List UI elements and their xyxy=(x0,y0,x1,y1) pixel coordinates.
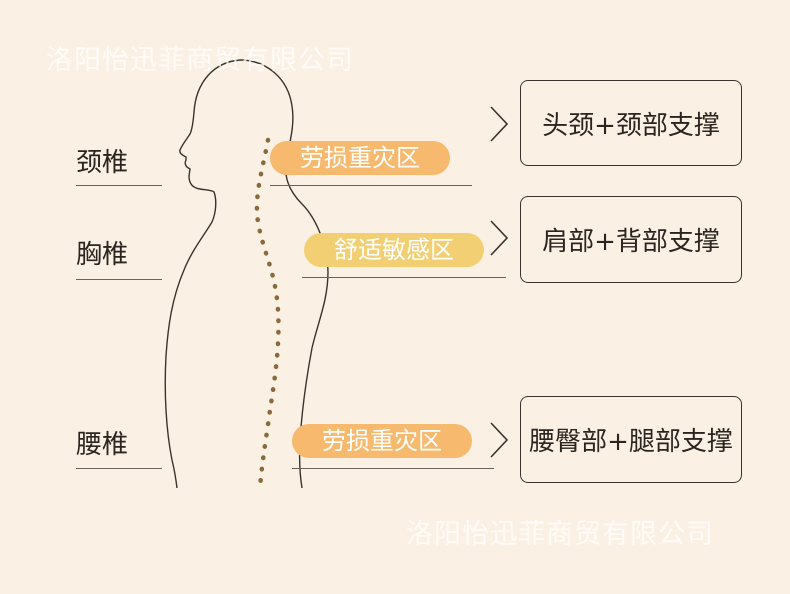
watermark-bottom: 洛阳怡迅菲商贸有限公司 xyxy=(406,519,714,550)
region-underline-cervical xyxy=(76,185,162,186)
support-box-shoulder-back: 肩部+背部支撑 xyxy=(520,196,742,283)
spine-dots xyxy=(254,137,281,491)
support-box-waist-leg: 腰臀部+腿部支撑 xyxy=(520,396,742,483)
chevron-right-icon xyxy=(488,420,510,460)
region-label-lumbar: 腰椎 xyxy=(76,430,129,460)
support-box-head-neck: 头颈+颈部支撑 xyxy=(520,80,742,166)
watermark-top: 洛阳怡迅菲商贸有限公司 xyxy=(46,45,354,76)
region-label-thoracic: 胸椎 xyxy=(76,240,129,270)
zone-pill-sensitive: 舒适敏感区 xyxy=(304,233,484,267)
zone-pill-strain-upper: 劳损重灾区 xyxy=(270,141,450,175)
zone-underline-upper xyxy=(270,185,472,186)
chevron-right-icon xyxy=(488,218,510,258)
region-label-cervical: 颈椎 xyxy=(76,148,129,178)
zone-underline-lower xyxy=(292,468,494,469)
chevron-right-icon xyxy=(488,104,510,144)
region-underline-thoracic xyxy=(76,279,162,280)
body-outline-front xyxy=(164,59,241,489)
region-underline-lumbar xyxy=(76,468,162,469)
zone-underline-middle xyxy=(302,277,506,278)
zone-pill-strain-lower: 劳损重灾区 xyxy=(292,424,472,458)
